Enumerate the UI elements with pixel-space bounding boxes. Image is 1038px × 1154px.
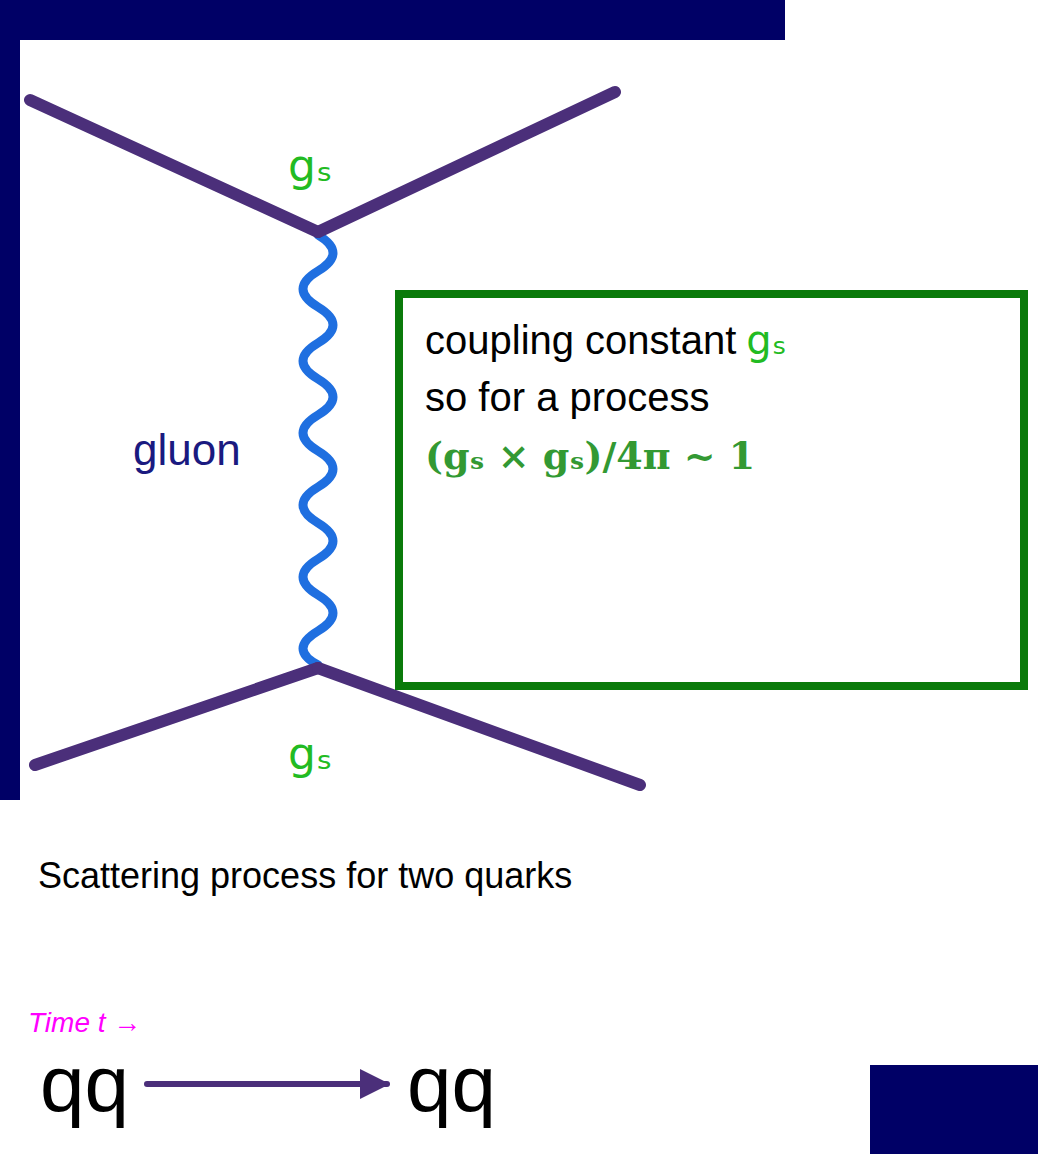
box-text: coupling constant: [425, 312, 736, 368]
particle-name: gluon: [133, 422, 241, 478]
time-arrow: [147, 1081, 387, 1087]
caption-text: Scattering process for two quarks: [38, 852, 572, 900]
corner-panel: [870, 1065, 1038, 1154]
title-bar: [0, 0, 785, 40]
coupling-label: gₛ: [288, 726, 332, 782]
quark-pair-box: qq: [28, 1040, 141, 1128]
quark-line: [30, 100, 318, 232]
formula: (gₛ × gₛ)/4π ~ 1: [425, 426, 1002, 486]
axis-note: Time t →: [28, 1006, 141, 1040]
text-box: coupling constantgₛso for a process(gₛ ×…: [395, 290, 1028, 690]
gluon-wave: [303, 235, 333, 665]
box-text: so for a process: [425, 368, 1002, 426]
side-bar: [0, 40, 20, 800]
quark-line: [318, 92, 615, 232]
particle-text: qq: [40, 1040, 129, 1128]
quark-pair-box: qq: [395, 1040, 508, 1128]
coupling-symbol: gₛ: [746, 312, 786, 368]
quark-line: [35, 668, 318, 765]
particle-text: qq: [407, 1040, 496, 1128]
coupling-label: gₛ: [288, 138, 332, 194]
